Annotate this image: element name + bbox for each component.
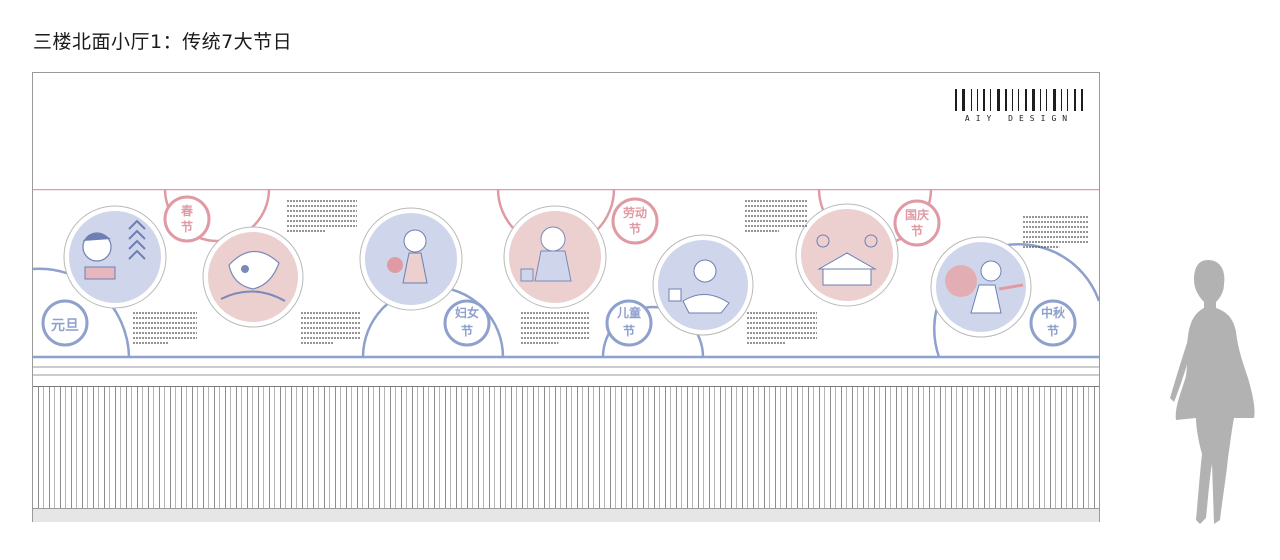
festival-label-line1: 中秋 (1041, 305, 1066, 320)
festival-band: 元旦 春 节 妇女 节 劳动 节 儿童 节 国庆 节 中秋 (33, 189, 1099, 376)
medallion-guoqingjie (795, 203, 899, 307)
festival-label-line1: 儿童 (616, 305, 641, 320)
barcode-bar (1040, 89, 1042, 111)
medallion-yuandan (63, 205, 167, 309)
label-funvjie: 妇女 节 (443, 299, 491, 347)
barcode-bar (1004, 89, 1007, 111)
barcode-bar (1024, 89, 1027, 111)
label-laodongjie: 劳动 节 (611, 197, 659, 245)
arc-ertongjie (601, 305, 705, 358)
festival-label-line1: 劳动 (623, 205, 647, 220)
barcode-bar (970, 89, 972, 111)
barcode-icon (955, 89, 1083, 111)
brand-logo: AIY DESIGN (955, 89, 1083, 123)
festival-label-line2: 节 (911, 223, 923, 238)
festival-label-line2: 节 (181, 219, 193, 234)
festival-label-line2: 节 (623, 323, 635, 338)
label-chunjie: 春 节 (163, 195, 211, 243)
medallion-chunjie (202, 226, 304, 328)
festival-label: 元旦 (51, 318, 79, 334)
brand-text: AIY DESIGN (964, 114, 1074, 123)
festival-label-line2: 节 (461, 323, 473, 338)
label-yuandan: 元旦 (41, 299, 89, 347)
text-blocks (133, 200, 1089, 344)
wall-elevation: AIY DESIGN (32, 72, 1100, 522)
barcode-bar (1073, 89, 1076, 111)
baseboard (33, 508, 1099, 522)
label-ertongjie: 儿童 节 (605, 299, 653, 347)
barcode-bar (990, 89, 992, 111)
festival-label-line1: 国庆 (905, 207, 929, 222)
barcode-bar (955, 89, 957, 111)
medallion-funvjie (359, 207, 463, 311)
barcode-bar (1018, 89, 1020, 111)
medallion-ertongjie (652, 234, 754, 336)
festival-label-line2: 节 (1047, 323, 1059, 338)
barcode-bar (1052, 89, 1056, 111)
barcode-bar (1031, 89, 1035, 111)
festival-label-line2: 节 (629, 221, 641, 236)
barcode-bar (996, 89, 1000, 111)
medallion-laodongjie (503, 205, 607, 309)
barcode-bar (983, 89, 986, 111)
person-silhouette-icon (1170, 260, 1255, 524)
barcode-bar (1067, 89, 1069, 111)
label-guoqingjie: 国庆 节 (893, 199, 941, 247)
barcode-bar (976, 89, 978, 111)
label-zhongqiujie: 中秋 节 (1029, 299, 1077, 347)
barcode-bar (1060, 89, 1062, 111)
page-title: 三楼北面小厅1：传统7大节日 (33, 31, 293, 53)
barcode-bar (962, 89, 966, 111)
barcode-bar (1046, 89, 1048, 111)
barcode-bar (1012, 89, 1014, 111)
medallion-zhongqiujie (930, 236, 1032, 338)
festival-label-line1: 春 (180, 203, 194, 218)
barcode-bar (1080, 89, 1083, 111)
fence-panels (33, 386, 1099, 509)
festival-label-line1: 妇女 (454, 305, 479, 320)
